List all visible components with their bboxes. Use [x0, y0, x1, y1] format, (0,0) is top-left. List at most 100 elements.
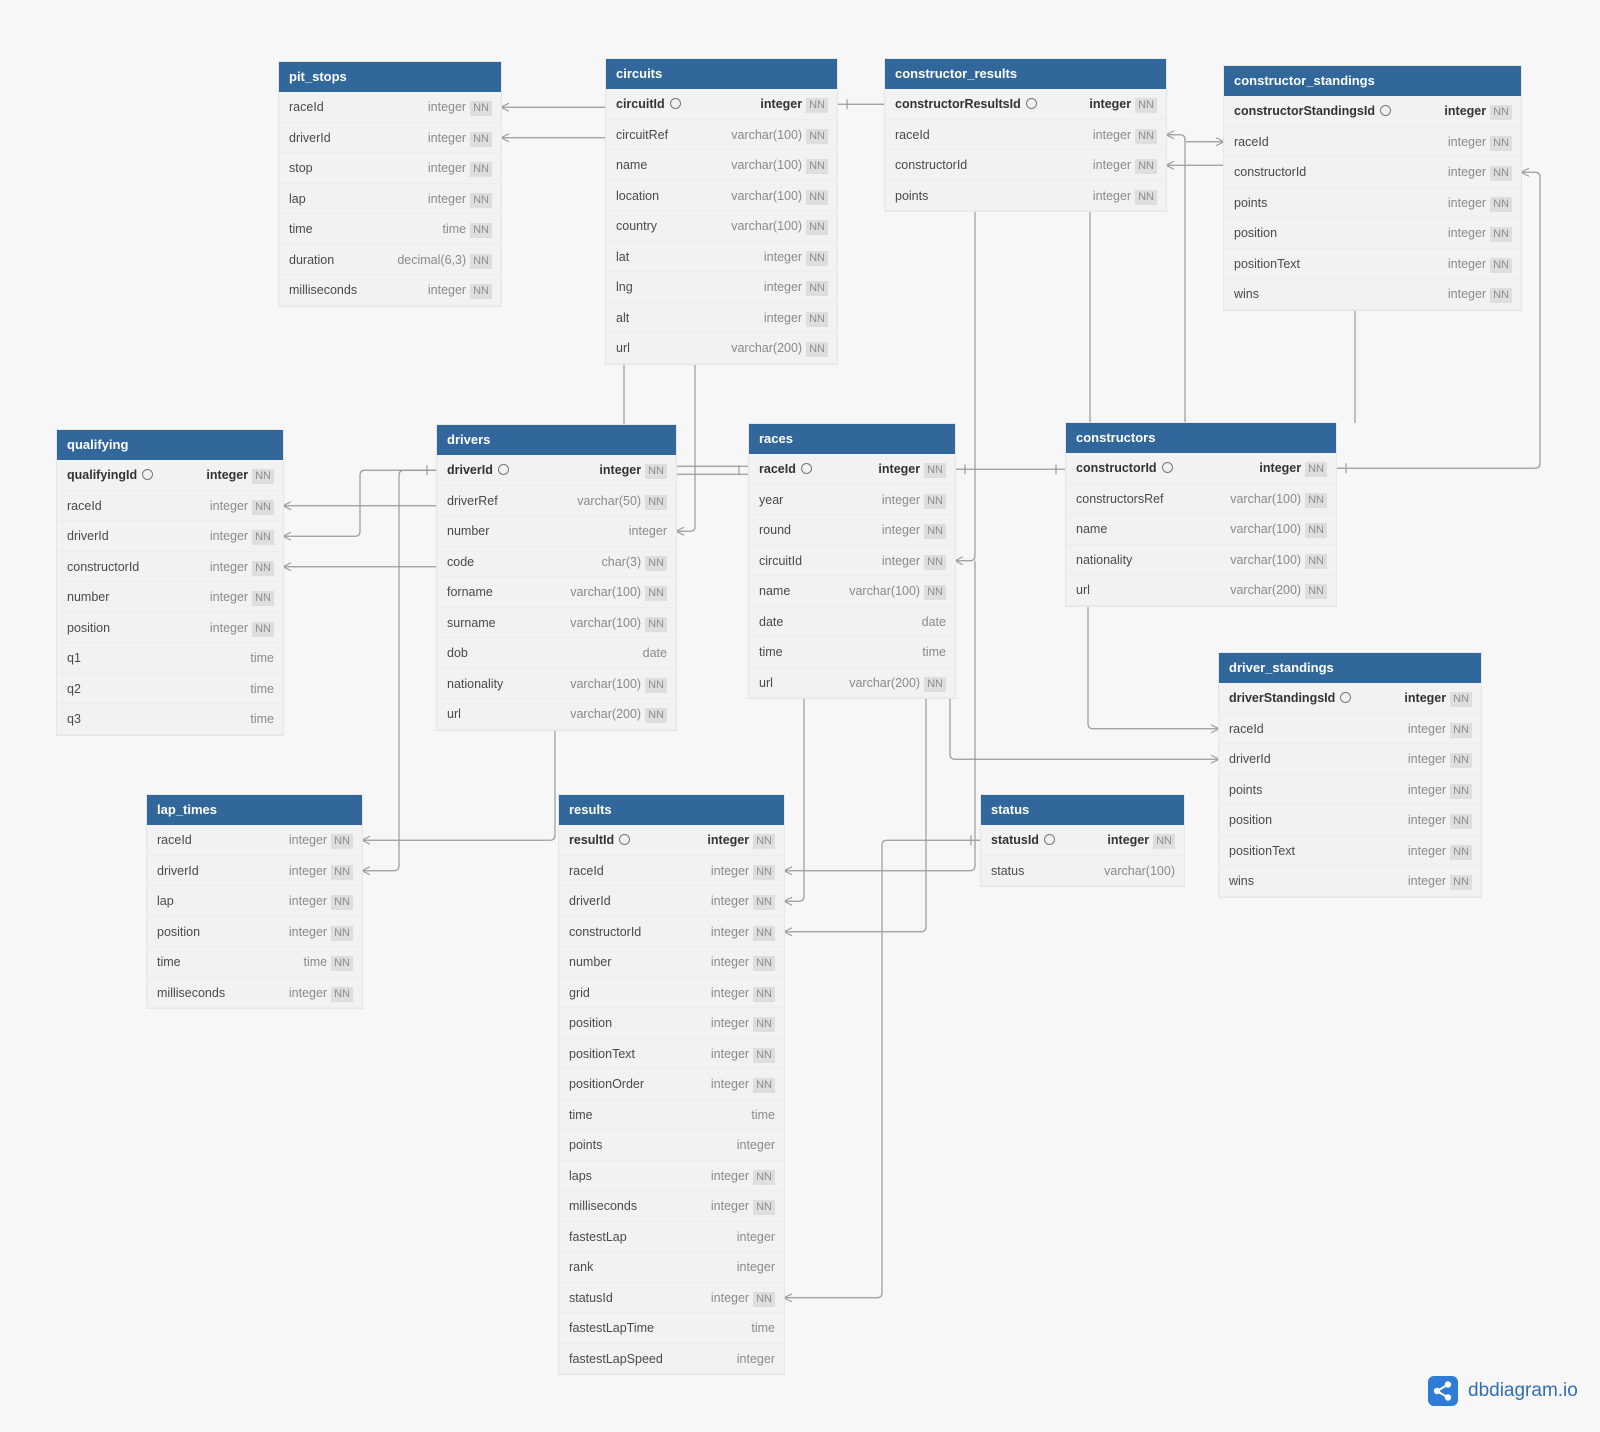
- table-header[interactable]: pit_stops: [279, 62, 501, 92]
- table-header[interactable]: constructor_standings: [1224, 66, 1521, 96]
- brand-watermark[interactable]: dbdiagram.io: [1428, 1376, 1578, 1406]
- table-header[interactable]: constructor_results: [885, 59, 1166, 89]
- table-header[interactable]: driver_standings: [1219, 653, 1481, 683]
- table-header[interactable]: circuits: [606, 59, 837, 89]
- table-header[interactable]: lap_times: [147, 795, 362, 825]
- table-header[interactable]: races: [749, 424, 955, 454]
- table-header[interactable]: status: [981, 795, 1184, 825]
- table-header[interactable]: qualifying: [57, 430, 283, 460]
- table-header[interactable]: drivers: [437, 425, 676, 455]
